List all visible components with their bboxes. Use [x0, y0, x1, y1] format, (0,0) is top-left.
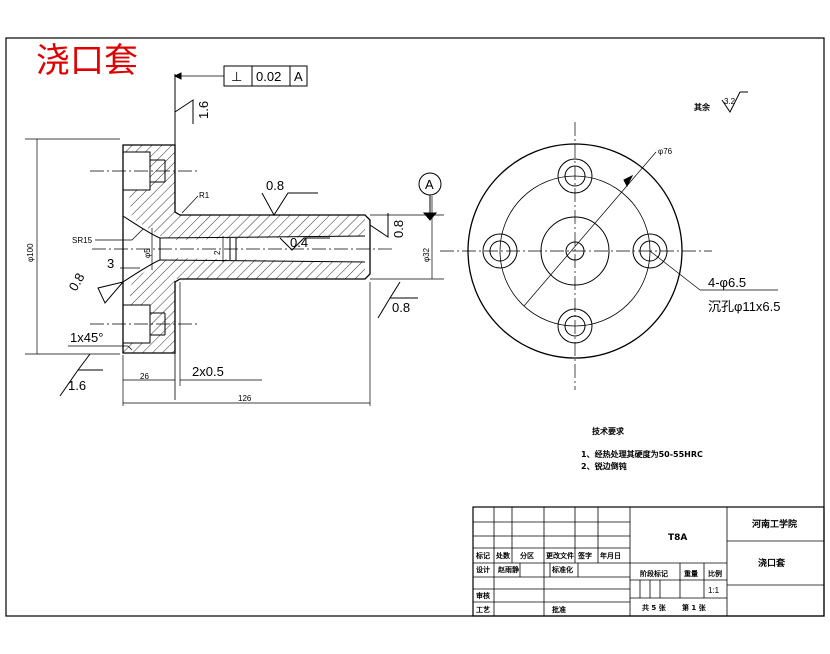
roughness-symbol-right [369, 213, 389, 238]
bolt-hole-right-inner [639, 240, 661, 262]
roughness-symbol-rest [721, 91, 741, 113]
roughness-rest-value: 3.2 [724, 97, 736, 106]
section-hatch [123, 258, 365, 353]
dim-dia-outer: φ100 [26, 243, 35, 262]
tb-h-approve: 批准 [552, 605, 566, 614]
roughness-inner: 0.4 [290, 235, 308, 250]
tb-h-count: 处数 [495, 551, 511, 560]
notes-line-2: 2、锐边倒钝 [581, 461, 627, 471]
roughness-symbol-top [174, 99, 194, 124]
dim-chamfer: 1x45° [70, 330, 103, 345]
title-block [472, 506, 825, 617]
stem-circle [540, 216, 610, 286]
tb-h-std: 标准化 [551, 565, 573, 574]
notes-heading: 技术要求 [592, 426, 625, 436]
notes-line-1: 1、经热处理其硬度为50-55HRC [581, 449, 703, 459]
roughness-rest-label: 其余 [694, 102, 711, 112]
roughness-right: 0.8 [391, 220, 406, 238]
dim-dia-stem: φ32 [422, 247, 431, 262]
dim-len-short: 26 [140, 372, 149, 381]
roughness-bottom-left: 1.6 [68, 378, 86, 393]
dim-three: 3 [107, 256, 114, 271]
roughness-symbol-inner [279, 237, 330, 251]
tb-school: 河南工学院 [752, 518, 797, 530]
roughness-bottom-right: 0.8 [392, 300, 410, 315]
bolt-hole-top-outer [557, 158, 593, 194]
tb-h-review: 审核 [476, 591, 490, 600]
drawing-title: 浇口套 [36, 41, 138, 81]
gdt-symbol: ⊥ [231, 69, 242, 84]
dim-two: 2 [213, 250, 222, 255]
tb-scale: 1:1 [708, 586, 720, 595]
bolt-hole-left-inner [489, 240, 511, 262]
roughness-left-face: 0.8 [66, 270, 88, 293]
tb-h-design: 设计 [476, 565, 490, 574]
flange-outline [467, 143, 683, 359]
title-block-text: T8A 河南工学院 浇口套 标记 处数 分区 更改文件 签字 年月日 设计 赵雨… [475, 518, 797, 614]
dim-step: 2x0.5 [192, 364, 224, 379]
bolt-hole-top-inner [564, 165, 586, 187]
tb-h-weight: 重量 [684, 569, 698, 578]
sprue-hole [565, 241, 585, 261]
tb-h-docno: 更改文件 [546, 551, 574, 560]
dim-pcd: φ76 [658, 147, 673, 156]
bolt-hole-right-outer [632, 233, 668, 269]
dim-r1: R1 [199, 191, 210, 200]
dim-holes-b: 沉孔φ11x6.5 [708, 299, 781, 314]
bolt-hole-left-outer [482, 233, 518, 269]
gdt-datum: A [294, 69, 303, 84]
tb-part-name: 浇口套 [758, 557, 786, 569]
tb-material: T8A [668, 533, 687, 543]
front-view [440, 91, 778, 390]
dim-holes-a: 4-φ6.5 [708, 275, 746, 290]
datum-label: A [425, 177, 434, 192]
tb-h-zone: 分区 [520, 551, 534, 560]
tb-h-stage: 阶段标记 [640, 569, 668, 578]
tb-designer: 赵雨静 [497, 565, 519, 574]
tb-h-sign: 签字 [577, 551, 592, 560]
tb-h-scale: 比例 [708, 569, 722, 578]
gdt-frame: ⊥ 0.02 A [223, 65, 308, 87]
tb-h-mark: 标记 [475, 551, 490, 560]
roughness-bore: 0.8 [266, 178, 284, 193]
bolt-hole-bottom-outer [557, 308, 593, 344]
dim-phi5: φ5 [143, 248, 152, 258]
dim-len-total: 126 [238, 394, 252, 403]
tb-sheets: 共 5 张 [642, 603, 667, 612]
drawing-border [5, 37, 825, 617]
section-hatch [123, 145, 365, 240]
roughness-symbol-left-face [97, 281, 125, 304]
dim-sr15: SR15 [72, 236, 93, 245]
tb-h-process: 工艺 [476, 605, 490, 614]
tb-sheet: 第 1 张 [682, 603, 707, 612]
section-view [25, 72, 444, 406]
gdt-tolerance: 0.02 [256, 69, 281, 84]
bolt-hole-bottom-inner [564, 315, 586, 337]
roughness-symbol-bore [261, 192, 318, 216]
tb-h-date: 年月日 [600, 551, 621, 560]
roughness-top: 1.6 [196, 101, 211, 119]
